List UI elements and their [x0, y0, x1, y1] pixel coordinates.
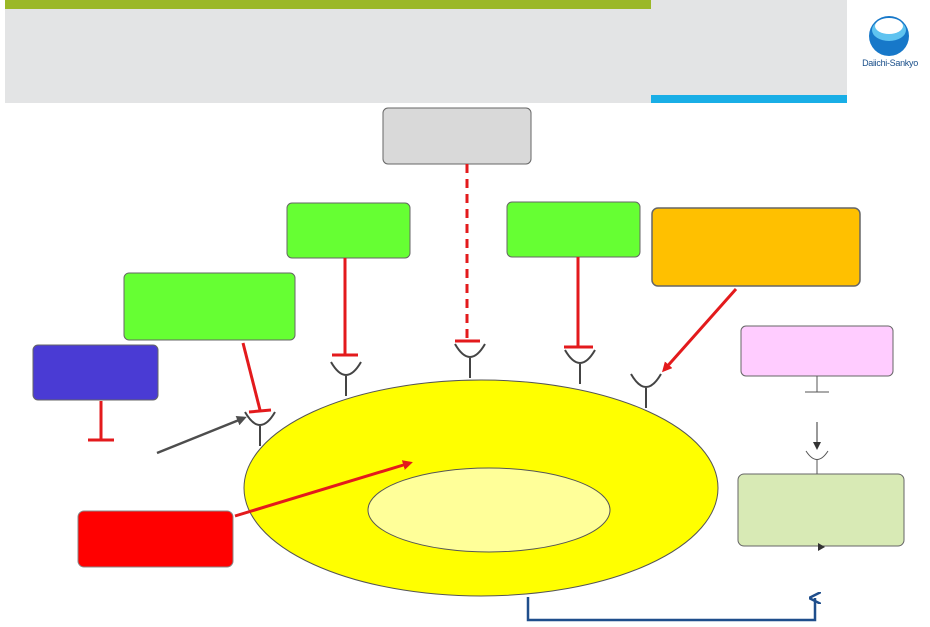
- header-panel: [5, 0, 651, 103]
- node-green-left-top: [286, 202, 411, 259]
- logo-text: Daiichi-Sankyo: [862, 58, 918, 68]
- node-orange: [651, 207, 861, 287]
- node-green-left-mid-label: [124, 273, 295, 340]
- receptor-4: [564, 349, 596, 384]
- node-orange-label: [652, 208, 860, 286]
- receptor-small: [805, 450, 829, 474]
- edge-activate-orange: [662, 288, 738, 373]
- node-blue-label: [33, 345, 158, 400]
- edge-gray-arrow: [156, 415, 247, 455]
- edge-activate-red-node: [234, 460, 413, 518]
- node-red-label: [78, 511, 233, 567]
- edge-inhibit-green-left-top: [332, 258, 358, 357]
- receptor-1: [244, 411, 276, 446]
- header-panel-right: [651, 0, 847, 95]
- cell-nucleus: [367, 467, 611, 553]
- edge-inhibit-green-right-top: [564, 257, 593, 349]
- node-gray-top-label: [383, 108, 531, 164]
- header-accent-bar-blue: [651, 95, 847, 103]
- node-gray-top: [382, 107, 532, 165]
- light-green-inner-arrow-icon: [818, 543, 825, 551]
- node-green-left-mid: [123, 272, 296, 341]
- cell-inner-label: [370, 475, 610, 545]
- edge-inhibit-pink: [805, 376, 829, 393]
- node-light-green-label: [738, 474, 904, 546]
- node-blue: [32, 344, 159, 401]
- header-accent-bar-green: [5, 0, 651, 9]
- node-green-left-top-label: [287, 203, 410, 258]
- node-red: [77, 510, 234, 568]
- edge-output-arrow: [526, 597, 815, 622]
- node-pink-label: [741, 326, 893, 376]
- node-green-right-top: [506, 201, 641, 258]
- node-green-right-top-label: [507, 202, 640, 257]
- receptor-5: [630, 373, 662, 408]
- edge-inhibit-gray-dashed: [455, 164, 480, 343]
- receptor-2: [330, 361, 362, 396]
- cell-outer-label: [300, 400, 660, 460]
- edge-inhibit-blue: [88, 401, 114, 442]
- edge-inhibit-green-left-mid: [241, 342, 272, 414]
- receptor-3: [454, 343, 486, 378]
